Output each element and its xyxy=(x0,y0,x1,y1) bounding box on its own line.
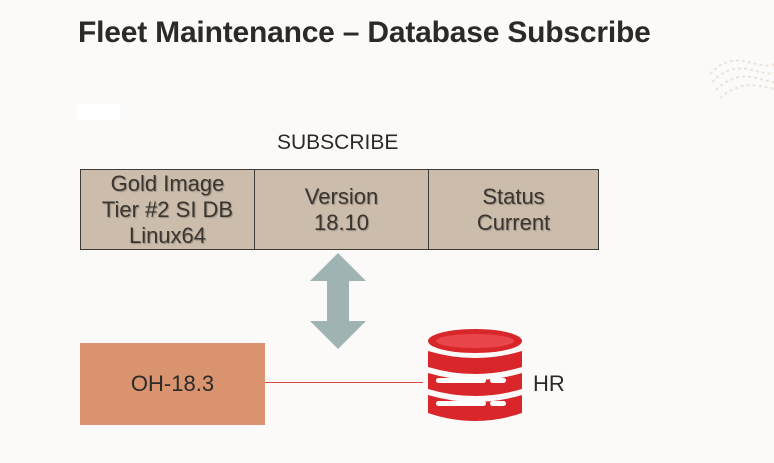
gold-image-line-3: Linux64 xyxy=(128,222,207,248)
version-value: 18.10 xyxy=(313,209,370,235)
gold-image-line-1: Gold Image xyxy=(110,170,225,196)
oracle-home-label: OH-18.3 xyxy=(130,371,215,396)
connector-line xyxy=(265,382,423,383)
version-cell: Version 18.10 xyxy=(254,170,428,249)
status-value: Current xyxy=(476,209,551,235)
gold-image-line-2: Tier #2 SI DB xyxy=(101,196,234,222)
database-icon xyxy=(428,329,522,421)
gold-image-table: Gold Image Tier #2 SI DB Linux64 Version… xyxy=(80,169,599,250)
gold-image-cell: Gold Image Tier #2 SI DB Linux64 xyxy=(81,170,254,249)
subscribe-label: SUBSCRIBE xyxy=(277,131,399,154)
version-heading: Version xyxy=(304,183,379,209)
double-arrow-icon xyxy=(310,253,366,349)
status-heading: Status xyxy=(482,183,545,209)
status-cell: Status Current xyxy=(428,170,598,249)
decorative-swirl-icon xyxy=(709,59,774,99)
oracle-home-box: OH-18.3 xyxy=(80,343,265,425)
slide-title: Fleet Maintenance – Database Subscribe xyxy=(78,16,651,49)
white-patch xyxy=(78,104,120,120)
database-label: HR xyxy=(533,371,565,396)
